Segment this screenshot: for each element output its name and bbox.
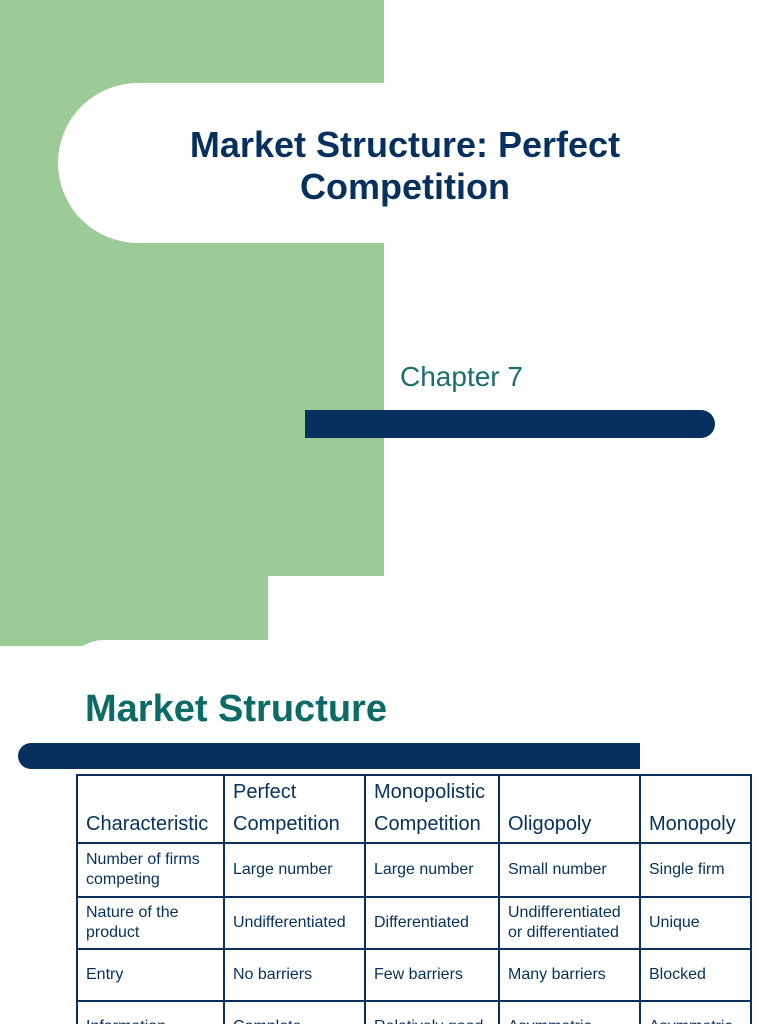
table-cell: Small number: [498, 842, 641, 898]
table-cell: Single firm: [639, 842, 752, 898]
table-row: Number of firms competing Large number L…: [76, 842, 752, 898]
decorative-bar: [18, 743, 640, 769]
row-label: Number of firms competing: [76, 842, 225, 898]
table-cell: Complete: [223, 1000, 366, 1024]
table-cell: Differentiated: [364, 896, 500, 950]
table-cell: No barriers: [223, 948, 366, 1002]
table-cell: Undifferentiated: [223, 896, 366, 950]
table-cell: Undifferentiated or differentiated: [498, 896, 641, 950]
slide-heading: Market Structure: [85, 688, 387, 730]
table-cell: Blocked: [639, 948, 752, 1002]
slide-title: Market Structure: Perfect Competition: [189, 124, 621, 207]
title-slide: Market Structure: Perfect Competition Ch…: [0, 0, 768, 576]
table-cell: Relatively good: [364, 1000, 500, 1024]
table-cell: Many barriers: [498, 948, 641, 1002]
table-cell: Unique: [639, 896, 752, 950]
column-header: Perfect Competition: [223, 774, 366, 844]
table-row: Nature of the product Undifferentiated D…: [76, 896, 752, 950]
decorative-bar: [305, 410, 715, 438]
column-header: Monopoly: [639, 774, 752, 844]
table-cell: Few barriers: [364, 948, 500, 1002]
title-banner: [58, 83, 768, 243]
market-structure-table: Characteristic Perfect Competition Monop…: [76, 774, 752, 1024]
table-cell: Asymmetric: [639, 1000, 752, 1024]
row-label: Information: [76, 1000, 225, 1024]
row-label: Entry: [76, 948, 225, 1002]
row-label: Nature of the product: [76, 896, 225, 950]
table-cell: Asymmetric: [498, 1000, 641, 1024]
table-header-row: Characteristic Perfect Competition Monop…: [76, 774, 752, 844]
market-structure-slide: Market Structure Characteristic Perfect …: [0, 576, 768, 1024]
table-cell: Large number: [223, 842, 366, 898]
green-background-panel: [0, 576, 268, 646]
table-cell: Large number: [364, 842, 500, 898]
column-header: Monopolistic Competition: [364, 774, 500, 844]
slide-subtitle: Chapter 7: [400, 361, 523, 392]
table-row: Entry No barriers Few barriers Many barr…: [76, 948, 752, 1002]
table-row: Information Complete Relatively good Asy…: [76, 1000, 752, 1024]
column-header: Characteristic: [76, 774, 225, 844]
column-header: Oligopoly: [498, 774, 641, 844]
